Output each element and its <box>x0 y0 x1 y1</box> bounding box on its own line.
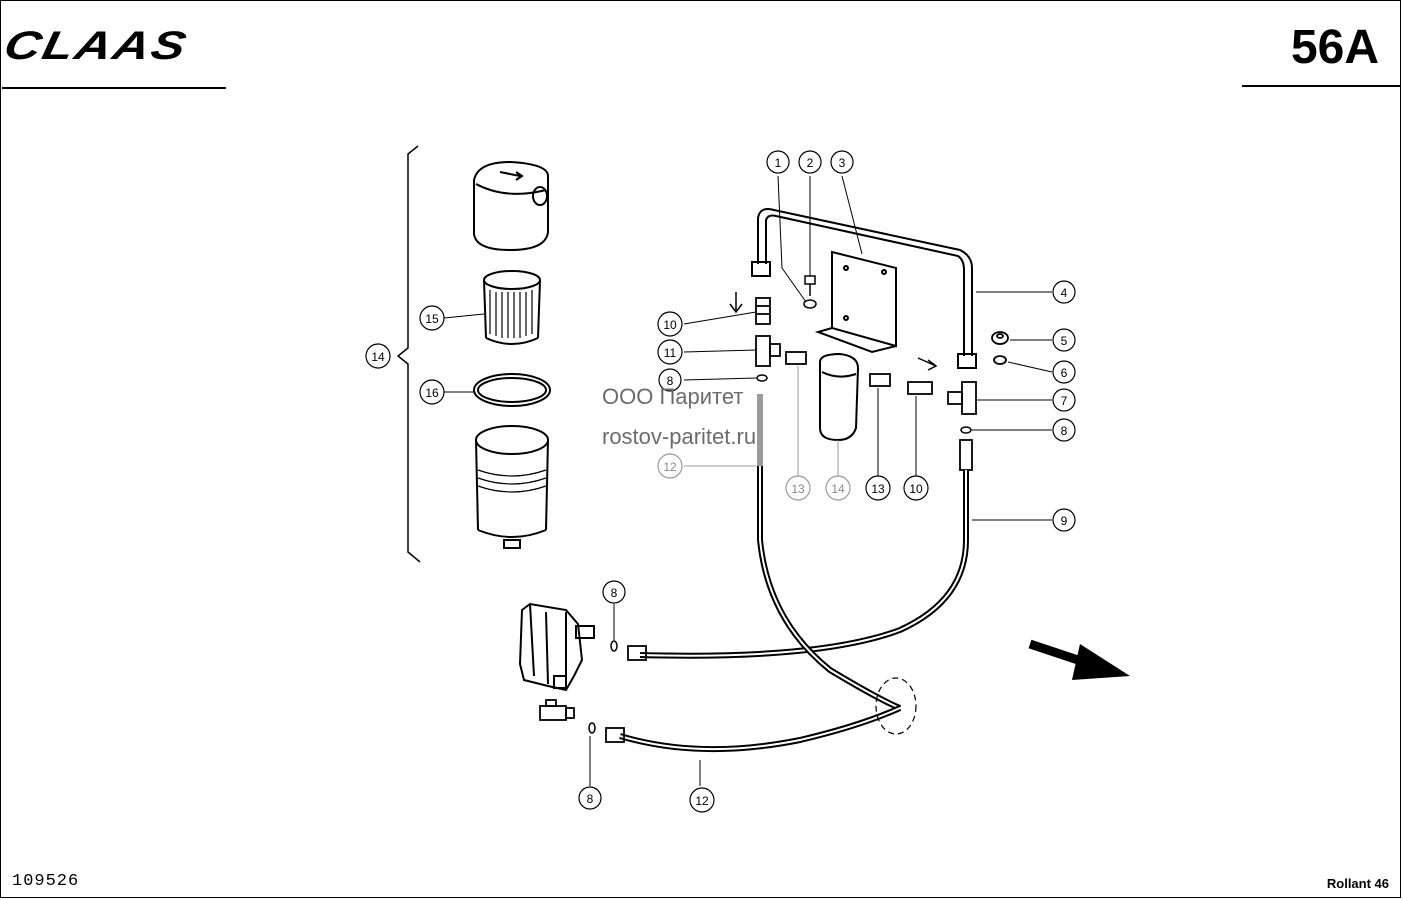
seal-ring <box>473 373 551 407</box>
callout-12-upper: 12 <box>657 453 683 479</box>
callout-15: 15 <box>419 305 445 331</box>
callout-6: 6 <box>1052 360 1076 384</box>
callout-11: 11 <box>657 339 683 365</box>
callout-8-valve-upper: 8 <box>602 580 626 604</box>
callout-2: 2 <box>798 150 822 174</box>
o-ring-upper <box>610 640 618 652</box>
svg-text:4: 4 <box>1061 286 1068 300</box>
detail-circle <box>875 677 917 735</box>
leader-3 <box>841 175 863 255</box>
tee-fitting-left <box>755 335 781 367</box>
svg-text:2: 2 <box>807 156 814 170</box>
callout-8-valve-lower: 8 <box>578 786 602 810</box>
svg-text:10: 10 <box>909 482 923 496</box>
mounting-bracket <box>814 250 897 354</box>
svg-text:3: 3 <box>839 156 846 170</box>
flow-arrow-upper <box>729 292 743 314</box>
svg-text:8: 8 <box>1061 424 1068 438</box>
control-valve-block <box>518 602 595 692</box>
svg-text:12: 12 <box>663 460 677 474</box>
svg-text:13: 13 <box>791 482 805 496</box>
svg-text:8: 8 <box>667 374 674 388</box>
callout-3: 3 <box>830 150 854 174</box>
hose-fitting-upper <box>627 645 647 661</box>
svg-text:10: 10 <box>663 318 677 332</box>
callout-14-assembly: 14 <box>365 343 391 369</box>
svg-text:14: 14 <box>371 350 385 364</box>
callout-10-lower: 10 <box>903 475 929 501</box>
leader-15 <box>443 313 485 319</box>
o-ring-lower <box>588 722 596 734</box>
leader-8b <box>683 377 757 381</box>
svg-text:6: 6 <box>1061 366 1068 380</box>
check-valve-upper <box>755 297 771 325</box>
callout-7: 7 <box>1052 388 1076 412</box>
tee-fitting-right <box>947 381 977 415</box>
drawing-number: 109526 <box>12 872 80 891</box>
svg-text:13: 13 <box>871 482 885 496</box>
travel-direction-arrow <box>1028 639 1130 680</box>
hose-long <box>639 439 973 659</box>
callouts: 1 2 3 4 5 6 7 8 9 10 11 8 12 13 14 13 10… <box>365 150 1076 813</box>
watermark-company: ООО Паритет <box>602 384 744 409</box>
leader-1 <box>777 175 807 303</box>
callout-16: 16 <box>419 379 445 405</box>
washer <box>993 355 1007 365</box>
filter-assembly-bracket <box>396 145 421 563</box>
svg-text:1: 1 <box>775 156 782 170</box>
callout-12-lower: 12 <box>689 787 715 813</box>
svg-text:5: 5 <box>1061 334 1068 348</box>
tee-fitting-lower <box>539 699 575 721</box>
callout-10-upper: 10 <box>657 311 683 337</box>
nut <box>991 331 1009 345</box>
svg-text:15: 15 <box>425 312 439 326</box>
svg-text:14: 14 <box>831 482 845 496</box>
leader-6 <box>1007 361 1053 373</box>
filter-bowl <box>475 425 549 549</box>
svg-text:9: 9 <box>1061 514 1068 528</box>
svg-text:11: 11 <box>664 346 677 360</box>
callout-9: 9 <box>1052 508 1076 532</box>
callout-4: 4 <box>1052 280 1076 304</box>
svg-text:16: 16 <box>425 386 439 400</box>
callout-8-left: 8 <box>658 368 682 392</box>
svg-text:12: 12 <box>695 794 709 808</box>
svg-text:8: 8 <box>587 792 594 806</box>
leader-11 <box>683 349 757 353</box>
svg-text:8: 8 <box>611 586 618 600</box>
o-ring-right <box>960 426 972 434</box>
svg-text:7: 7 <box>1061 394 1068 408</box>
leader-10a <box>683 311 757 325</box>
filter-element <box>483 270 541 345</box>
adapter-right <box>869 373 891 387</box>
o-ring-left <box>756 374 768 382</box>
flow-arrow-mid <box>917 357 938 371</box>
callout-5: 5 <box>1052 328 1076 352</box>
small-filter <box>819 352 860 442</box>
callout-13-right: 13 <box>865 475 891 501</box>
page-code: 56A <box>1290 21 1379 74</box>
watermark-website: rostov-paritet.ru <box>602 424 757 449</box>
callout-8-right: 8 <box>1052 418 1076 442</box>
callout-14-small: 14 <box>825 475 851 501</box>
filter-head <box>473 160 549 252</box>
hose-fitting-lower <box>605 727 625 743</box>
hose-return <box>619 466 902 753</box>
check-valve-lower <box>907 381 933 395</box>
callout-13-left: 13 <box>785 475 811 501</box>
callout-1: 1 <box>766 150 790 174</box>
adapter-left <box>785 351 807 365</box>
rigid-pipe <box>751 208 977 369</box>
model-name: Rollant 46 <box>1326 876 1389 891</box>
screw-and-washer <box>803 275 817 309</box>
